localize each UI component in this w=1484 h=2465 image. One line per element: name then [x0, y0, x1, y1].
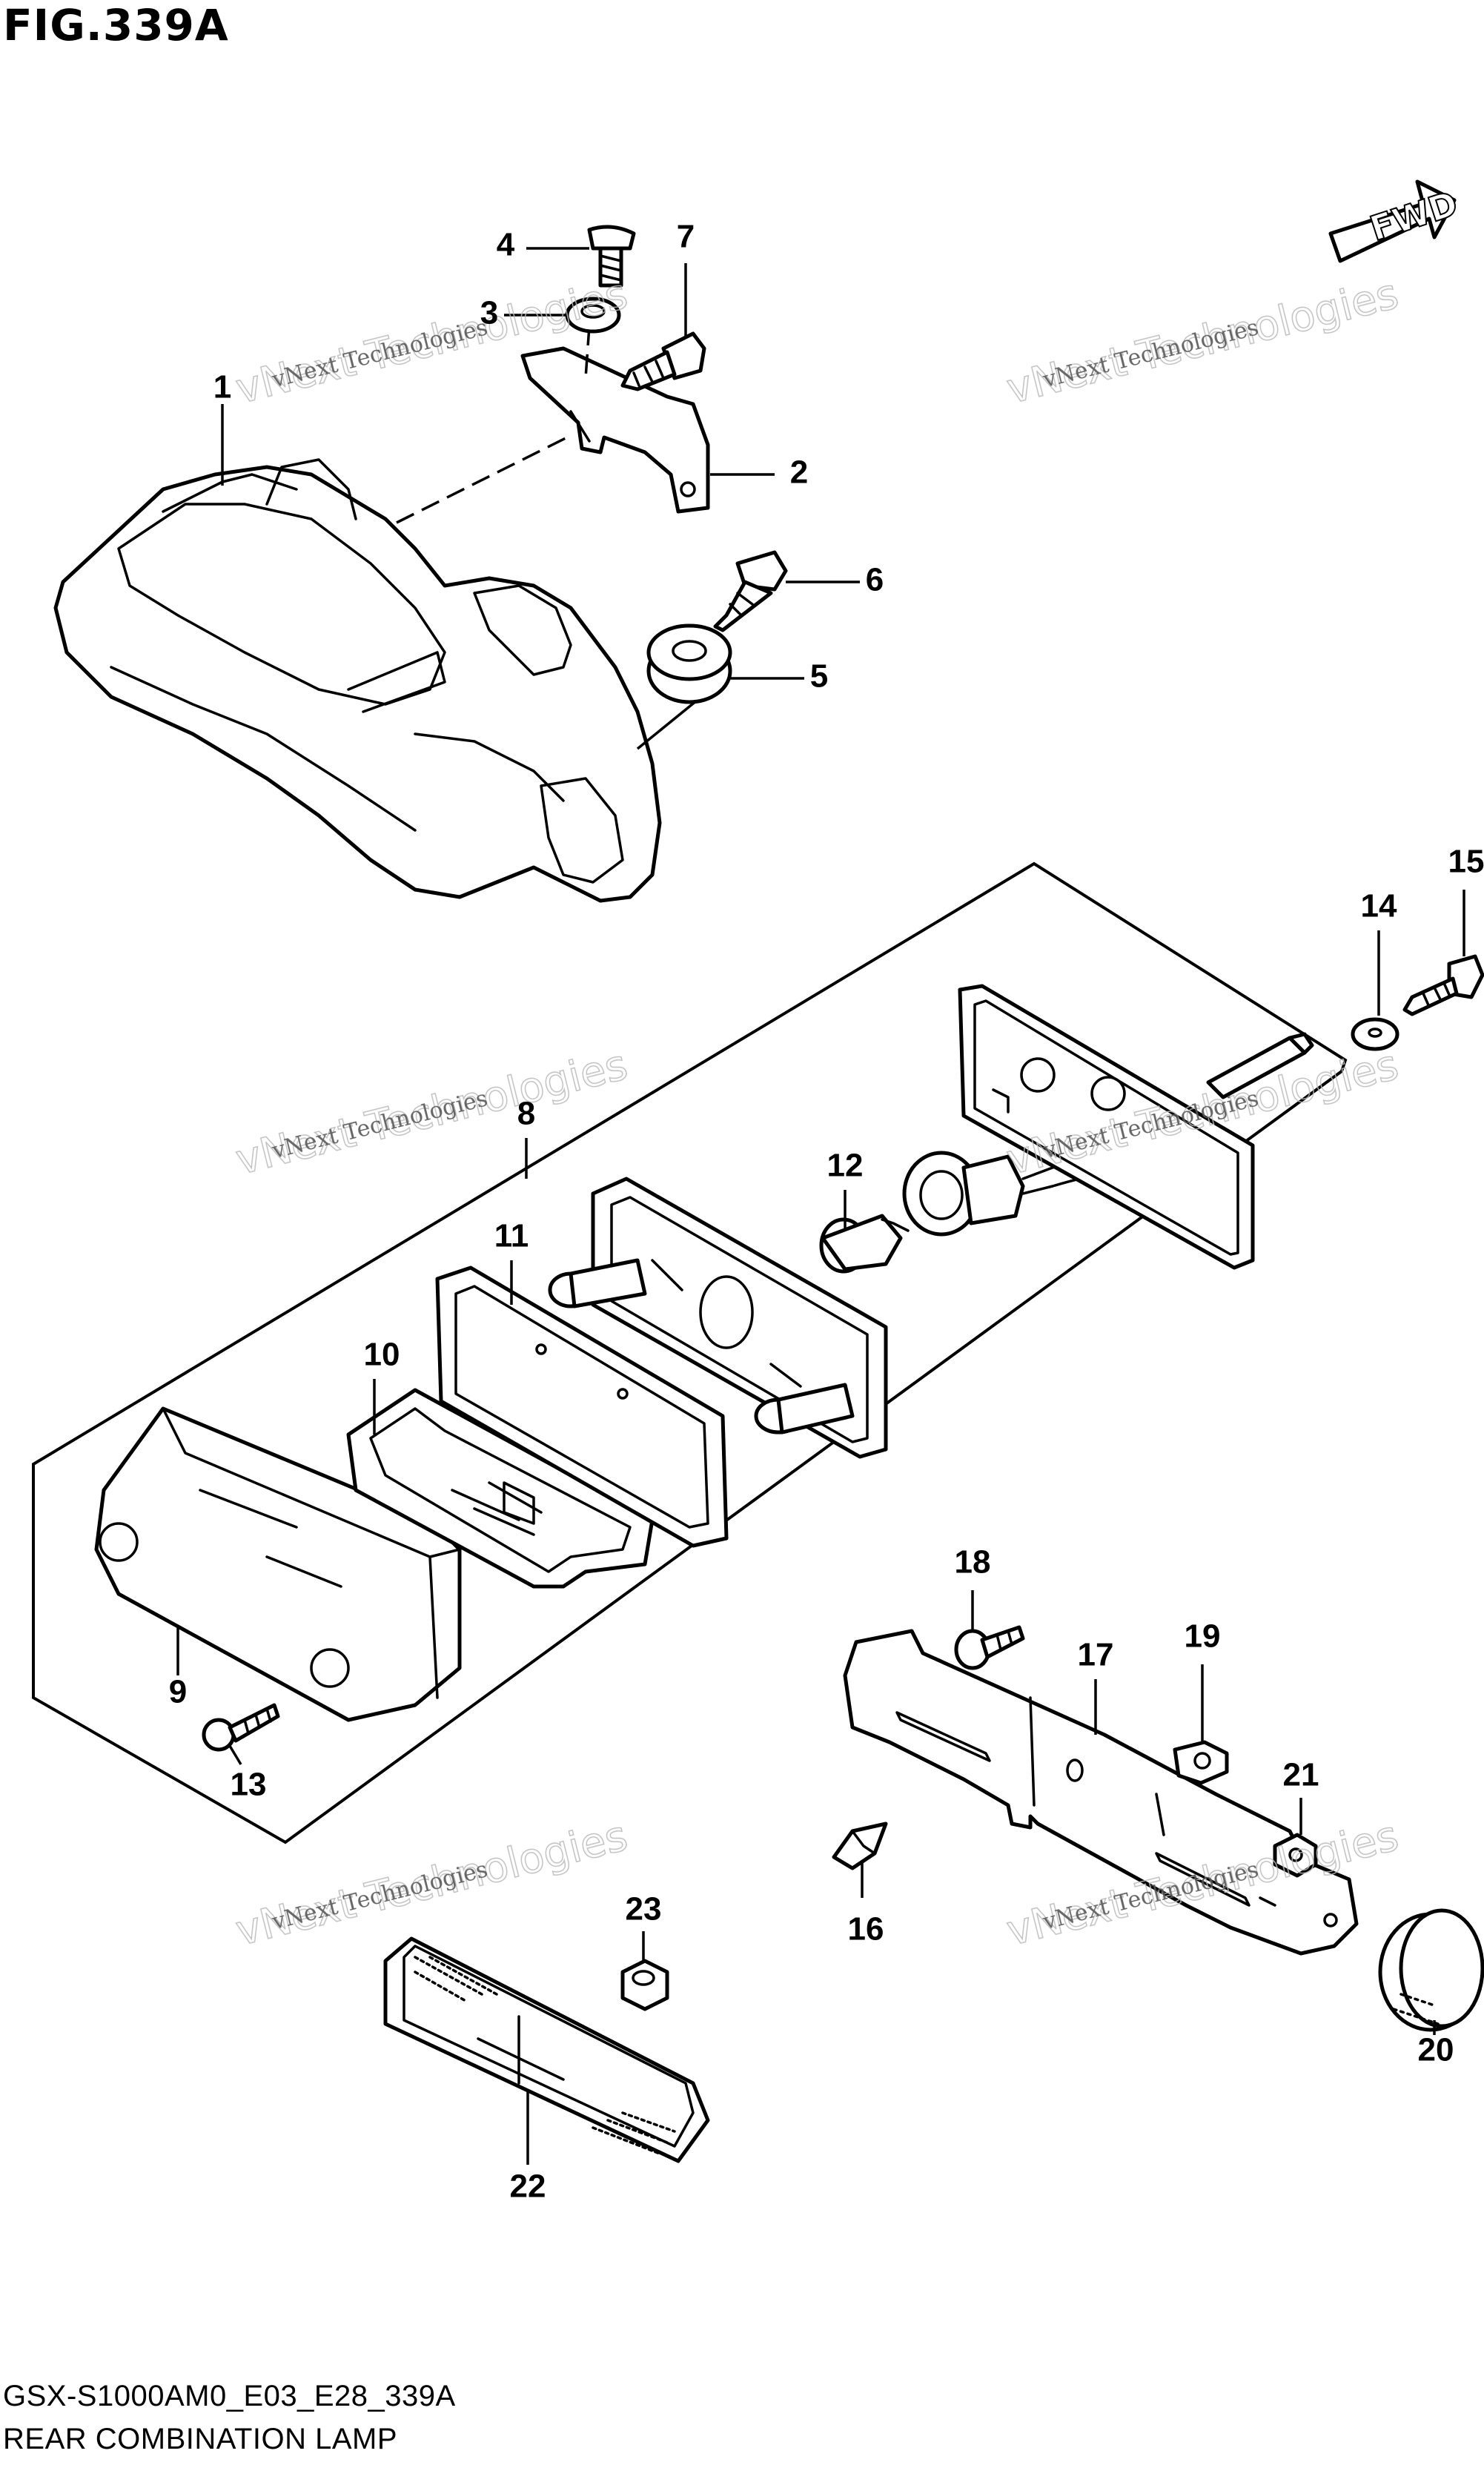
callout-18: 18 [955, 1544, 991, 1581]
screw-13 [202, 1703, 280, 1752]
callout-11: 11 [494, 1218, 529, 1254]
callout-9: 9 [169, 1674, 187, 1710]
grommet [646, 623, 732, 704]
assembly-line-1 [396, 436, 568, 524]
nut-23 [620, 1959, 669, 2011]
lamp-base-housing [548, 1177, 888, 1459]
nut-21 [1273, 1833, 1318, 1878]
screw-6 [713, 550, 788, 632]
reflector-plate [346, 1388, 655, 1589]
callout-23: 23 [626, 1891, 662, 1928]
nut-19 [1173, 1740, 1229, 1785]
gasket [435, 1265, 729, 1548]
screw-15 [1402, 954, 1484, 1016]
rect-reflector [383, 1936, 710, 2163]
callout-15: 15 [1448, 844, 1484, 880]
callout-7: 7 [677, 219, 695, 255]
callout-1: 1 [213, 369, 231, 406]
lamp-lens [94, 1406, 462, 1722]
callout-6: 6 [866, 562, 884, 598]
callout-5: 5 [810, 658, 828, 695]
fwd-arrow-icon: FWD [1328, 179, 1463, 263]
fwd-label: FWD [1365, 183, 1463, 249]
callout-16: 16 [848, 1911, 884, 1948]
lamp-assembly-outline [32, 861, 1348, 1844]
callout-3: 3 [480, 295, 498, 331]
round-reflector [1378, 1908, 1484, 2032]
callout-numbers: 1 2 3 4 5 6 7 8 9 10 11 12 13 14 15 16 1… [169, 219, 1484, 2205]
tail-lamp-housing [53, 458, 662, 903]
callout-10: 10 [364, 1337, 400, 1373]
callout-4: 4 [497, 227, 515, 263]
footer-name: REAR COMBINATION LAMP [3, 2423, 398, 2455]
screw-4 [587, 225, 636, 288]
footer-code: GSX-S1000AM0_E03_E28_339A [3, 2380, 456, 2412]
screw-7 [620, 331, 706, 391]
callout-2: 2 [790, 454, 808, 491]
callout-13: 13 [231, 1767, 267, 1803]
callout-22: 22 [510, 2168, 546, 2205]
callout-12: 12 [827, 1148, 864, 1184]
bulb [819, 1214, 910, 1274]
leader-lines [176, 247, 1465, 2165]
bracket [520, 346, 710, 514]
back-plate [958, 984, 1314, 1270]
callout-8: 8 [517, 1096, 535, 1132]
callout-14: 14 [1361, 888, 1397, 924]
leader-5b [636, 699, 698, 750]
bolt-18 [954, 1625, 1025, 1670]
callout-17: 17 [1078, 1637, 1114, 1673]
damper-16 [832, 1822, 888, 1870]
figure-title: FIG.339A [3, 0, 229, 50]
callout-20: 20 [1418, 2032, 1454, 2068]
collar [565, 297, 621, 334]
callout-21: 21 [1283, 1757, 1319, 1793]
assembly-line-3 [584, 325, 591, 379]
washer-14 [1351, 1017, 1399, 1051]
callout-19: 19 [1185, 1618, 1221, 1655]
